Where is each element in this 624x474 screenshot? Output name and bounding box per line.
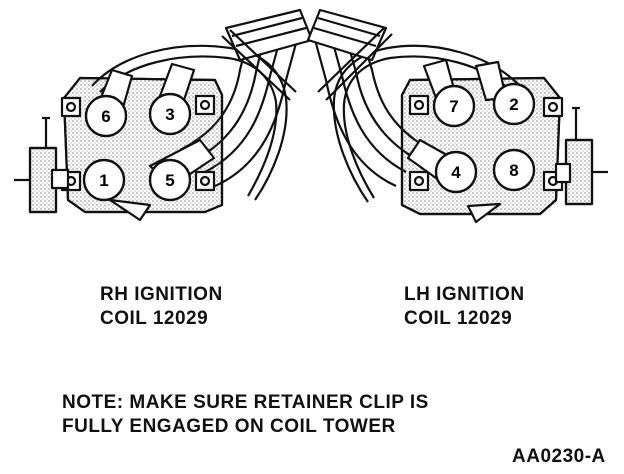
rh-coil-label-line2: COIL 12029 (100, 308, 209, 329)
rh-tower-6: 6 (84, 94, 128, 138)
rh-tower-1: 1 (82, 158, 126, 202)
svg-text:3: 3 (165, 105, 174, 124)
rh-tower-3: 3 (148, 92, 192, 136)
svg-text:5: 5 (165, 171, 174, 190)
lh-retainer-clip (317, 27, 393, 101)
lh-wire-loop (332, 44, 521, 203)
svg-text:8: 8 (509, 161, 518, 180)
lh-tower-8: 8 (492, 148, 536, 192)
rh-coil-label-line1: RH IGNITION (100, 284, 223, 305)
svg-text:2: 2 (509, 95, 518, 114)
svg-text:6: 6 (101, 107, 110, 126)
rh-tower-5: 5 (148, 158, 192, 202)
lh-tower-7: 7 (432, 84, 476, 128)
svg-text:1: 1 (99, 171, 108, 190)
lh-tower-2: 2 (492, 82, 536, 126)
figure-code: AA0230-A (512, 446, 606, 467)
lh-tower-4: 4 (434, 150, 478, 194)
lh-coil-label-line2: COIL 12029 (404, 308, 513, 329)
svg-text:4: 4 (451, 163, 461, 182)
rh-retainer-clip (221, 29, 297, 101)
rh-mount-ear (60, 96, 82, 118)
svg-text:7: 7 (449, 97, 458, 116)
lh-coil-label-line1: LH IGNITION (404, 284, 525, 305)
lh-mount-ear (408, 94, 430, 116)
note-line2: FULLY ENGAGED ON COIL TOWER (62, 416, 396, 437)
note-line1: NOTE: MAKE SURE RETAINER CLIP IS (62, 392, 429, 413)
